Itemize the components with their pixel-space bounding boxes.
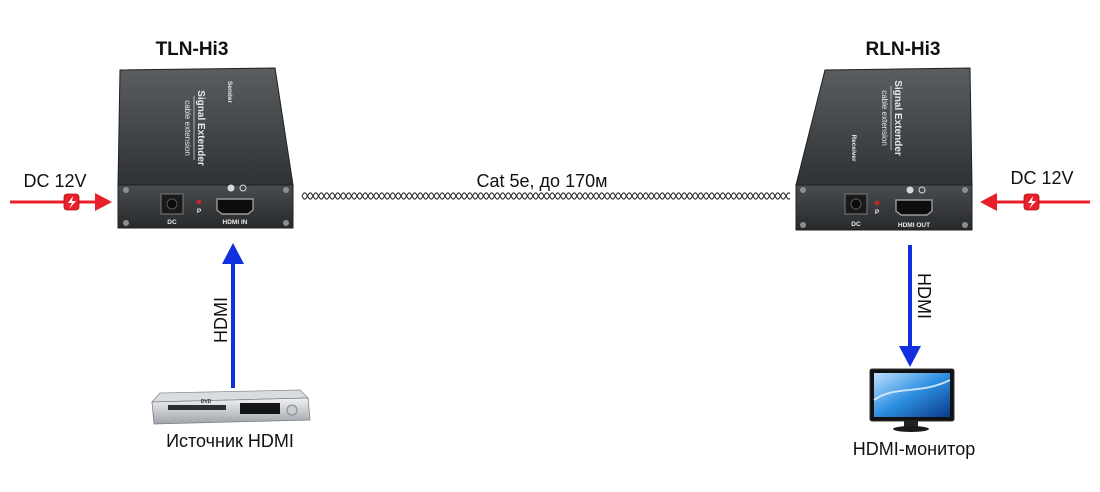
receiver-hdmi-label: HDMI OUT (898, 222, 930, 229)
power-label-left: DC 12V (23, 171, 86, 191)
sender-subtitle: cable extension (183, 100, 192, 156)
power-bolt-icon (1028, 196, 1036, 209)
power-arrow-right (980, 193, 1090, 211)
receiver-title: RLN-Hi3 (866, 39, 941, 60)
sender-device: Signal Extender cable extension Sender D… (117, 67, 294, 229)
receiver-ground-icon (906, 186, 914, 194)
sender-title: TLN-Hi3 (156, 39, 229, 60)
sender-hdmi-label: HDMI IN (223, 219, 248, 226)
power-arrow-left (10, 193, 112, 211)
sender-hdmi-port (216, 198, 254, 215)
sender-dc-label: DC (167, 219, 177, 226)
hdmi-arrow-out (899, 245, 921, 367)
receiver-brand: Signal Extender (892, 80, 903, 156)
source-caption: Источник HDMI (166, 431, 294, 451)
power-label-right: DC 12V (1010, 168, 1073, 188)
monitor-caption: HDMI-монитор (853, 439, 975, 459)
hdmi-in-label: HDMI (211, 297, 231, 343)
dvd-display: DVD (201, 399, 212, 405)
receiver-p-label: P (875, 209, 880, 216)
hdmi-arrow-in (222, 243, 244, 388)
sender-power-led (196, 199, 202, 205)
twisted-pair-cable (301, 192, 791, 200)
receiver-role: Receiver (850, 134, 857, 162)
hdmi-monitor (869, 368, 955, 432)
hdmi-out-label: HDMI (914, 273, 934, 319)
sender-ground-icon (227, 184, 235, 192)
cable-label: Cat 5e, до 170м (477, 171, 608, 191)
sender-brand: Signal Extender (195, 90, 206, 166)
power-bolt-icon (68, 196, 76, 209)
receiver-power-led (874, 200, 880, 206)
sender-p-label: P (197, 208, 202, 215)
receiver-hdmi-port (895, 199, 933, 216)
dvd-player: DVD (151, 389, 311, 425)
receiver-subtitle: cable extension (880, 90, 889, 146)
receiver-dc-label: DC (851, 221, 861, 228)
sender-role: Sender (226, 81, 233, 104)
receiver-device: Signal Extender cable extension Receiver… (795, 67, 973, 231)
